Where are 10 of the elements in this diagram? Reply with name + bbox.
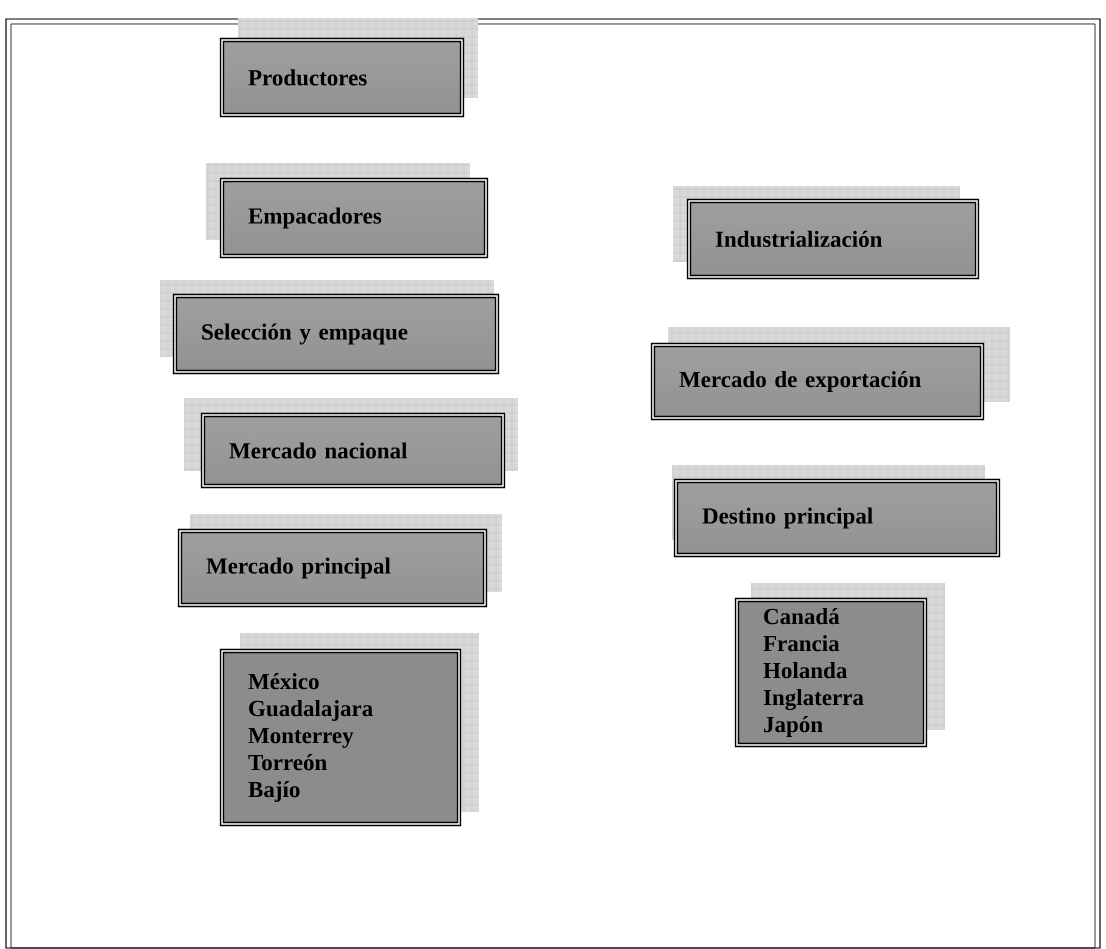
label-box: Selección y empaque	[172, 293, 500, 375]
label-box: Productores	[219, 37, 465, 118]
label-box: México Guadalajara Monterrey Torreón Bajío	[219, 648, 462, 827]
label-box: Destino principal	[673, 478, 1001, 558]
label-box: Mercado principal	[177, 528, 488, 608]
label-box: Mercado de exportación	[650, 342, 985, 421]
label-box: Canadá Francia Holanda Inglaterra Japón	[734, 597, 928, 748]
label-box: Industrialización	[686, 198, 980, 280]
label-box: Empacadores	[219, 177, 489, 259]
label-box: Mercado nacional	[200, 412, 506, 489]
